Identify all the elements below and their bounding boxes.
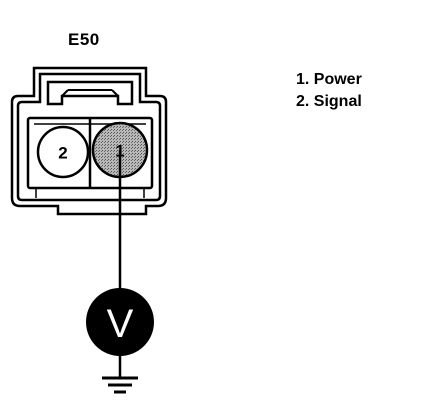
housing-outer-outline bbox=[10, 66, 168, 216]
locking-tab bbox=[46, 80, 134, 106]
voltmeter-body bbox=[86, 288, 154, 356]
pin-2: 2 bbox=[36, 125, 90, 179]
pin-legend: 1. Power 2. Signal bbox=[296, 69, 362, 113]
connector-housing bbox=[10, 66, 168, 216]
voltmeter: V bbox=[86, 288, 154, 356]
ground-icon bbox=[102, 376, 138, 394]
connector-id-label: E50 bbox=[68, 30, 100, 49]
pin-2-circle bbox=[36, 125, 90, 179]
legend-item-signal: 2. Signal bbox=[296, 93, 362, 110]
voltmeter-label: V bbox=[107, 302, 134, 346]
legend-item-power: 1. Power bbox=[296, 71, 362, 88]
housing-inner-outline bbox=[16, 72, 162, 202]
pin-2-label: 2 bbox=[58, 144, 67, 163]
